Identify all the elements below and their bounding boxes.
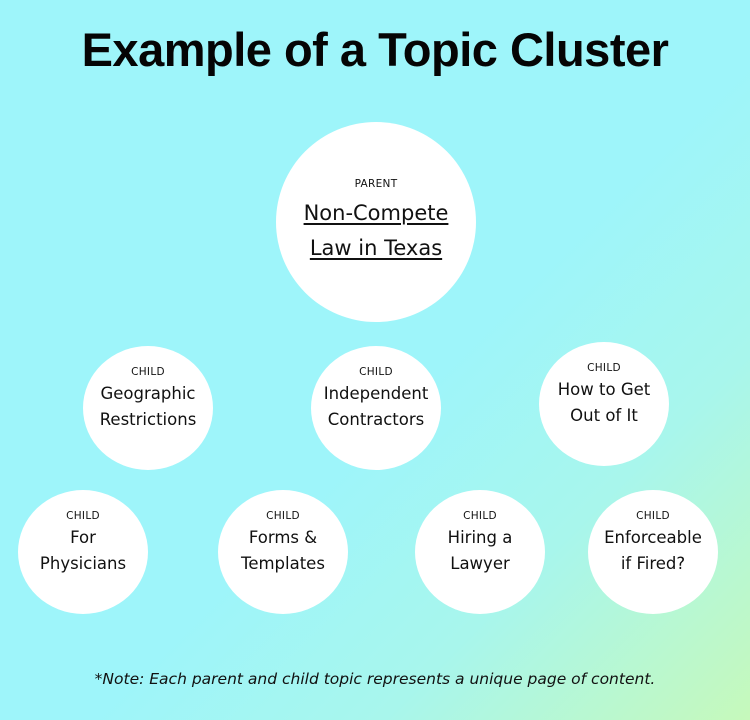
child-label: Geographic Restrictions [99, 383, 197, 429]
child-topic-node: CHILD Forms & Templates [218, 490, 348, 614]
child-tag: CHILD [266, 509, 300, 522]
child-tag: CHILD [131, 365, 165, 378]
parent-topic-node: PARENT Non-Compete Law in Texas [276, 122, 476, 322]
child-label: Forms & Templates [241, 527, 325, 573]
child-label: How to Get Out of It [557, 379, 651, 425]
child-tag: CHILD [66, 509, 100, 522]
child-label: For Physicians [39, 527, 127, 573]
child-topic-node: CHILD Geographic Restrictions [83, 346, 213, 470]
child-tag: CHILD [636, 509, 670, 522]
child-topic-node: CHILD Hiring a Lawyer [415, 490, 545, 614]
child-topic-node: CHILD How to Get Out of It [539, 342, 669, 466]
child-label: Independent Contractors [323, 383, 429, 429]
child-topic-node: CHILD Enforceable if Fired? [588, 490, 718, 614]
child-tag: CHILD [359, 365, 393, 378]
child-topic-node: CHILD Independent Contractors [311, 346, 441, 470]
child-tag: CHILD [587, 361, 621, 374]
footnote: *Note: Each parent and child topic repre… [94, 670, 656, 688]
child-label: Hiring a Lawyer [447, 527, 513, 573]
child-label: Enforceable if Fired? [604, 527, 702, 573]
child-tag: CHILD [463, 509, 497, 522]
parent-tag: PARENT [354, 178, 398, 190]
page-title: Example of a Topic Cluster [81, 23, 669, 76]
child-topic-node: CHILD For Physicians [18, 490, 148, 614]
parent-label: Non-Compete Law in Texas [303, 201, 449, 260]
